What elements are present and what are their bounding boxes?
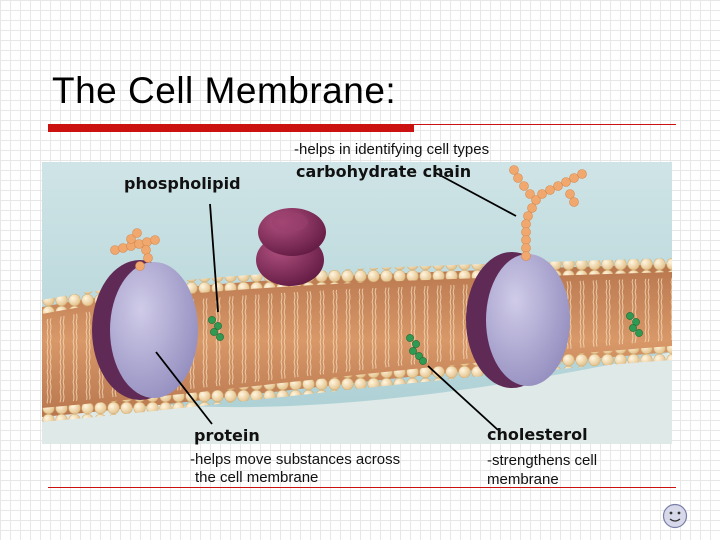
cytoplasm-area	[42, 352, 672, 444]
cholesterol-note-line1: -strengthens cell	[487, 452, 598, 469]
carbohydrate-chain-label: carbohydrate chain	[296, 162, 472, 181]
bottom-rule	[48, 487, 676, 488]
title-underline	[48, 124, 414, 132]
protein-note-line2: the cell membrane	[195, 469, 319, 486]
cholesterol-note-line2: membrane	[487, 471, 559, 488]
protein-label: protein	[194, 426, 260, 445]
channel-protein-right	[466, 252, 570, 388]
carbohydrate-note: -helps in identifying cell types	[294, 141, 490, 158]
protein-note-line1: -helps move substances across	[190, 451, 401, 468]
slide-title: The Cell Membrane:	[52, 70, 397, 111]
phospholipid-label: phospholipid	[124, 174, 241, 193]
cholesterol-pointer	[427, 365, 499, 431]
carbohydrate-chain-right	[509, 165, 587, 261]
protein-pointer	[155, 351, 213, 425]
smiley-icon[interactable]	[662, 503, 688, 529]
carbohydrate-chain-left	[110, 228, 160, 271]
phospholipid-pointer	[209, 203, 219, 313]
pointer-lines	[155, 171, 517, 431]
title-underline-thin	[414, 124, 676, 125]
carbohydrate-pointer	[433, 171, 517, 217]
glycoprotein	[256, 208, 326, 286]
cell-membrane-illustration	[42, 162, 672, 444]
cholesterol-molecules	[208, 312, 643, 365]
channel-protein-left	[92, 260, 198, 400]
cholesterol-label: cholesterol	[487, 425, 588, 444]
